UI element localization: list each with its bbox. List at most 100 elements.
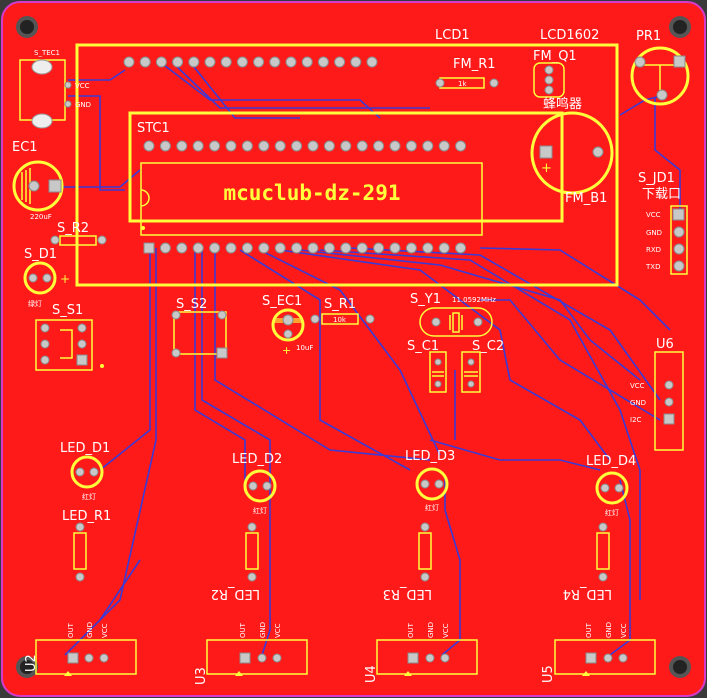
led-d3-color: 红灯 [425, 503, 439, 512]
pin-pad [192, 242, 204, 254]
u6-vcc: VCC [630, 382, 645, 390]
s-d1-label: S_D1 [24, 247, 57, 262]
pin-pad [323, 140, 335, 152]
s-s2-outline [173, 311, 227, 355]
fm-q1-label: FM_Q1 [533, 49, 577, 64]
u5-sensor: U5 OUT GND VCC [541, 622, 656, 683]
u4-gnd: GND [427, 622, 435, 638]
u3-label: U3 [194, 667, 209, 685]
led-d4-color: 红灯 [605, 508, 619, 517]
pin-pad [301, 56, 313, 68]
pin-pad [209, 140, 221, 152]
pin-pad [291, 242, 303, 254]
led-r2-label: LED_R2 [211, 586, 260, 601]
pin-pad [356, 242, 368, 254]
pin-pad [253, 56, 265, 68]
s-s2-label: S_S2 [176, 297, 207, 312]
led-d4-group: LED_D4 红灯 LED_R4 [563, 454, 637, 601]
s-d1-outline [23, 261, 57, 295]
s-ec1-label: S_EC1 [262, 294, 302, 309]
s-r2-label: S_R2 [57, 221, 89, 236]
pin-pad [340, 140, 352, 152]
pin-pad [285, 56, 297, 68]
u2-vcc: VCC [101, 623, 109, 638]
u5-gnd: GND [605, 622, 613, 638]
u2-gnd: GND [86, 622, 94, 638]
u6-outline [654, 351, 684, 451]
s-tec1-label: S_TEC1 [34, 49, 60, 57]
s-s1-outline [35, 319, 93, 371]
s-d1-color: 绿灯 [28, 299, 42, 308]
pin-pad [236, 56, 248, 68]
s-r1-value: 10k [333, 316, 347, 324]
s-jd1-gnd: GND [646, 229, 662, 237]
u6-i2c: I2C [630, 416, 642, 424]
led-d4-label: LED_D4 [586, 454, 636, 469]
u3-vcc: VCC [274, 623, 282, 638]
stc1-outline [128, 111, 564, 223]
s-c2-outline [461, 351, 481, 393]
s-ec1-value: 10uF [296, 344, 313, 352]
pr1-outline [630, 46, 690, 106]
pin-pad [366, 56, 378, 68]
led-d1-label: LED_D1 [60, 441, 110, 456]
fm-b1-plus: + [541, 161, 552, 176]
pin-pad [350, 56, 362, 68]
led-d2-group: LED_D2 红灯 LED_R2 [211, 452, 283, 601]
pin-pad [323, 242, 335, 254]
pin-pad [269, 56, 281, 68]
led-d2-label: LED_D2 [232, 452, 282, 467]
pin-pad [172, 56, 184, 68]
s-jd1-title: 下载口 [642, 187, 681, 202]
s-tec1-gnd: GND [75, 101, 91, 109]
led-d3-group: LED_D3 红灯 LED_R3 [383, 449, 456, 601]
pin-pad [422, 242, 434, 254]
ec1-label: EC1 [12, 140, 38, 155]
buzzer-label: 蜂鸣器 [543, 96, 582, 112]
pin-pad [389, 242, 401, 254]
fm-r1-label: FM_R1 [453, 57, 496, 72]
pin-pad [225, 140, 237, 152]
u4-label: U4 [364, 665, 379, 683]
s-jd1-outline [670, 205, 688, 275]
s-c1-outline [429, 351, 447, 393]
pin-pad [220, 56, 232, 68]
s-r2-body [59, 235, 97, 246]
u4-vcc: VCC [442, 623, 450, 638]
traces [55, 61, 681, 656]
pin-pad [307, 242, 319, 254]
pin-pad [143, 140, 155, 152]
lcd-pin-row [123, 56, 378, 68]
pin-pad [192, 140, 204, 152]
u6-gnd: GND [630, 399, 646, 407]
pin-pad [155, 56, 167, 68]
chip-pin1-dot [141, 226, 145, 230]
s-y1-value: 11.0592MHz [452, 296, 496, 304]
pin-pad [176, 140, 188, 152]
s-jd1-rxd: RXD [646, 246, 661, 254]
pin-pad [307, 140, 319, 152]
led-r4-label: LED_R4 [563, 586, 612, 601]
stc1-label: STC1 [137, 121, 170, 136]
led-d2-color: 红灯 [253, 506, 267, 515]
s-y1-outline [419, 307, 493, 337]
pin-pad [123, 56, 135, 68]
pin-pad [274, 140, 286, 152]
pin-pad [139, 56, 151, 68]
s-d1-plus: + [60, 272, 70, 286]
pin-pad [317, 56, 329, 68]
chip-notch [140, 189, 150, 207]
pin-pad [405, 242, 417, 254]
chip-text: mcuclub-dz-291 [223, 181, 400, 205]
pin-pad [356, 140, 368, 152]
pin-pad [405, 140, 417, 152]
fm-b1-outline [530, 111, 614, 195]
s-jd1-label: S_JD1 [638, 171, 675, 186]
pin-pad [258, 140, 270, 152]
s-ec1-outline [271, 308, 305, 342]
pin-pad [258, 242, 270, 254]
pin-pad [188, 56, 200, 68]
u3-gnd: GND [259, 622, 267, 638]
pin-pad [340, 242, 352, 254]
